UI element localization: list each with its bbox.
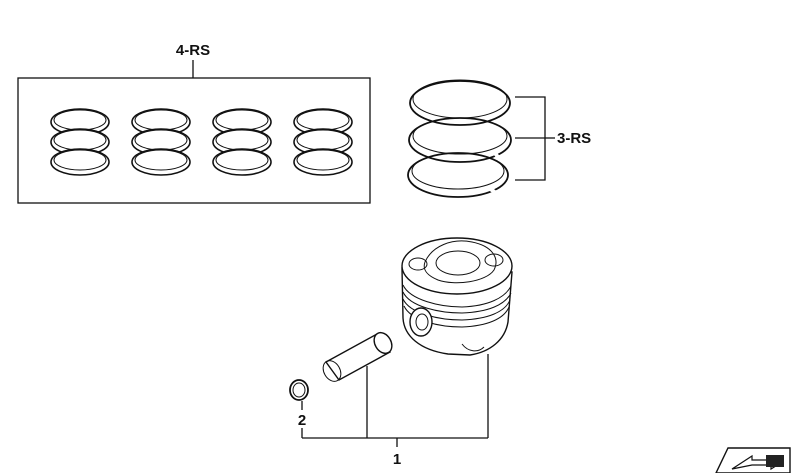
ring-set-4-ring xyxy=(212,148,272,176)
ring-set-4-box xyxy=(17,77,371,204)
callout-lines xyxy=(301,354,489,447)
pin-boss xyxy=(409,307,433,337)
ring-gap xyxy=(493,151,502,162)
ring-set-4-label: 4-RS xyxy=(176,42,210,59)
page-forward-arrow-icon[interactable] xyxy=(715,447,791,473)
ring-set-3-rings xyxy=(407,79,512,198)
pin-end xyxy=(373,331,393,355)
ring-3-3-inner xyxy=(411,152,505,190)
piston-bowl xyxy=(423,240,497,284)
ring-set-4-ring xyxy=(293,148,353,176)
piston-assembly-label: 1 xyxy=(393,451,401,468)
circlip[interactable] xyxy=(289,379,309,401)
piston[interactable] xyxy=(401,237,513,356)
pin-bore xyxy=(415,313,429,331)
ring-3-1-inner xyxy=(412,79,508,119)
ring-groove xyxy=(402,284,512,308)
ring-groove xyxy=(402,291,512,314)
ring-set-3-group[interactable]: 3-RS xyxy=(407,79,591,198)
ring-stacks xyxy=(50,108,353,176)
ring-set-4-ring-inner xyxy=(296,149,350,171)
piston-pin[interactable] xyxy=(320,329,396,384)
ring-3-1 xyxy=(409,80,511,126)
ring-3-2-inner xyxy=(412,117,508,155)
circlip-label: 2 xyxy=(298,412,306,429)
valve-pocket xyxy=(408,257,428,271)
ring-set-4-ring xyxy=(131,148,191,176)
piston-bowl-center xyxy=(435,250,481,276)
ring-set-4-group[interactable]: 4-RS xyxy=(17,42,371,204)
ring-set-4-ring-inner xyxy=(134,149,188,171)
ring-set-3-label: 3-RS xyxy=(557,130,591,147)
piston-crown xyxy=(401,237,513,295)
ring-gap xyxy=(486,185,499,196)
ring-set-4-ring-inner xyxy=(53,149,107,171)
ring-set-4-ring-inner xyxy=(215,149,269,171)
ring-groove xyxy=(402,298,511,321)
skirt-cutout xyxy=(461,343,485,352)
circlip-inner xyxy=(292,382,306,398)
ring-set-4-ring xyxy=(50,148,110,176)
pin-end-far xyxy=(322,360,342,382)
valve-pocket xyxy=(484,253,504,267)
circlip-ring xyxy=(289,379,309,401)
